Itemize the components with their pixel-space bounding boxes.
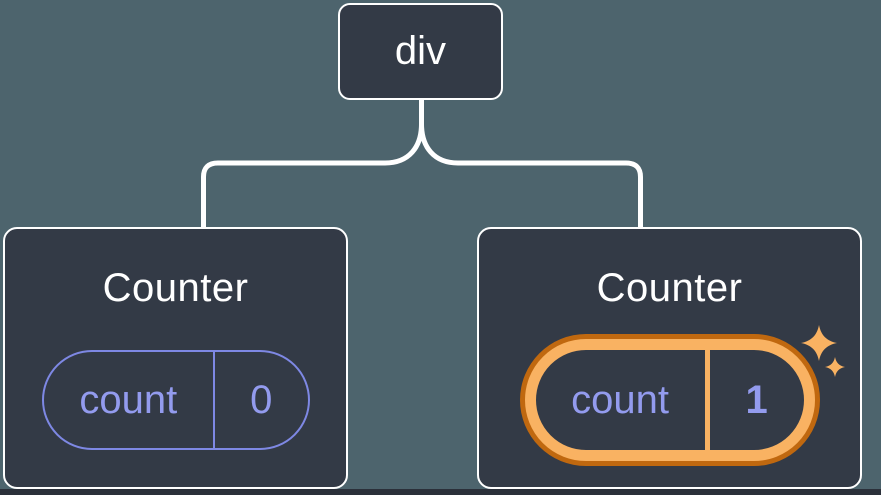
- state-pill-count-0: count 0: [41, 350, 310, 450]
- counter-node-left: Counter count 0: [3, 227, 348, 489]
- state-pill-count-1-highlighted: count 1: [524, 339, 815, 461]
- root-node-div: div: [338, 3, 503, 100]
- counter-title: Counter: [102, 266, 249, 310]
- connector-left-branch: [201, 100, 424, 228]
- state-pill-label-segment: count: [536, 350, 710, 450]
- connector-right-branch: [419, 100, 643, 228]
- state-label: count: [79, 377, 178, 422]
- sparkle-small-icon: [825, 357, 845, 377]
- page-bottom-edge: [0, 489, 881, 495]
- state-pill-value-segment: 0: [215, 352, 307, 448]
- state-value: 1: [745, 377, 768, 422]
- counter-title: Counter: [596, 266, 743, 310]
- state-pill-label-segment: count: [44, 352, 216, 448]
- root-node-label: div: [394, 29, 447, 73]
- state-pill-value-segment: 1: [710, 350, 804, 450]
- state-value: 0: [250, 377, 273, 422]
- counter-node-right: Counter count 1: [477, 227, 862, 489]
- state-label: count: [571, 377, 670, 422]
- sparkle-large-icon: [801, 325, 837, 361]
